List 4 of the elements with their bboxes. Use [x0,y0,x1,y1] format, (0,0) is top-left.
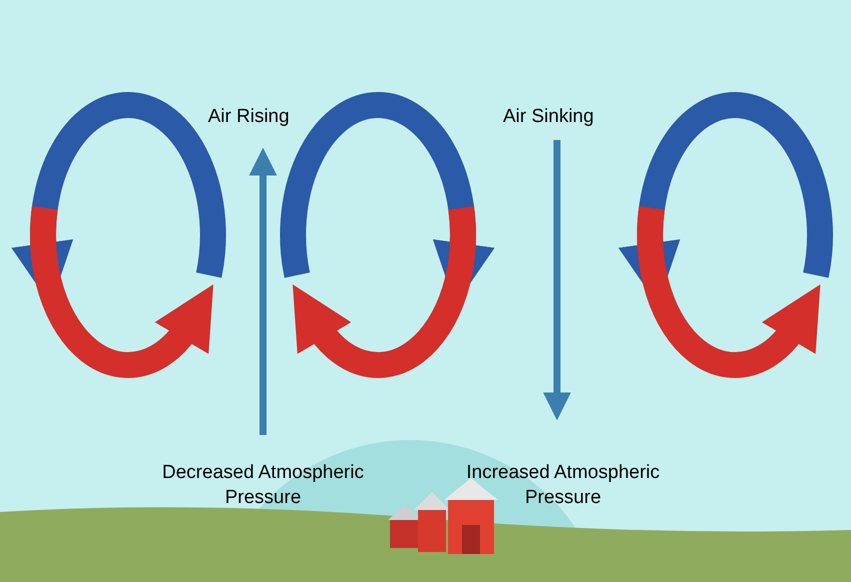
caption-text: Decreased Atmospheric Pressure [161,461,365,510]
caption-text: Air Rising [208,105,290,129]
caption-text: Increased Atmospheric Pressure [465,461,661,510]
caption-text: Air Sinking [503,105,595,129]
